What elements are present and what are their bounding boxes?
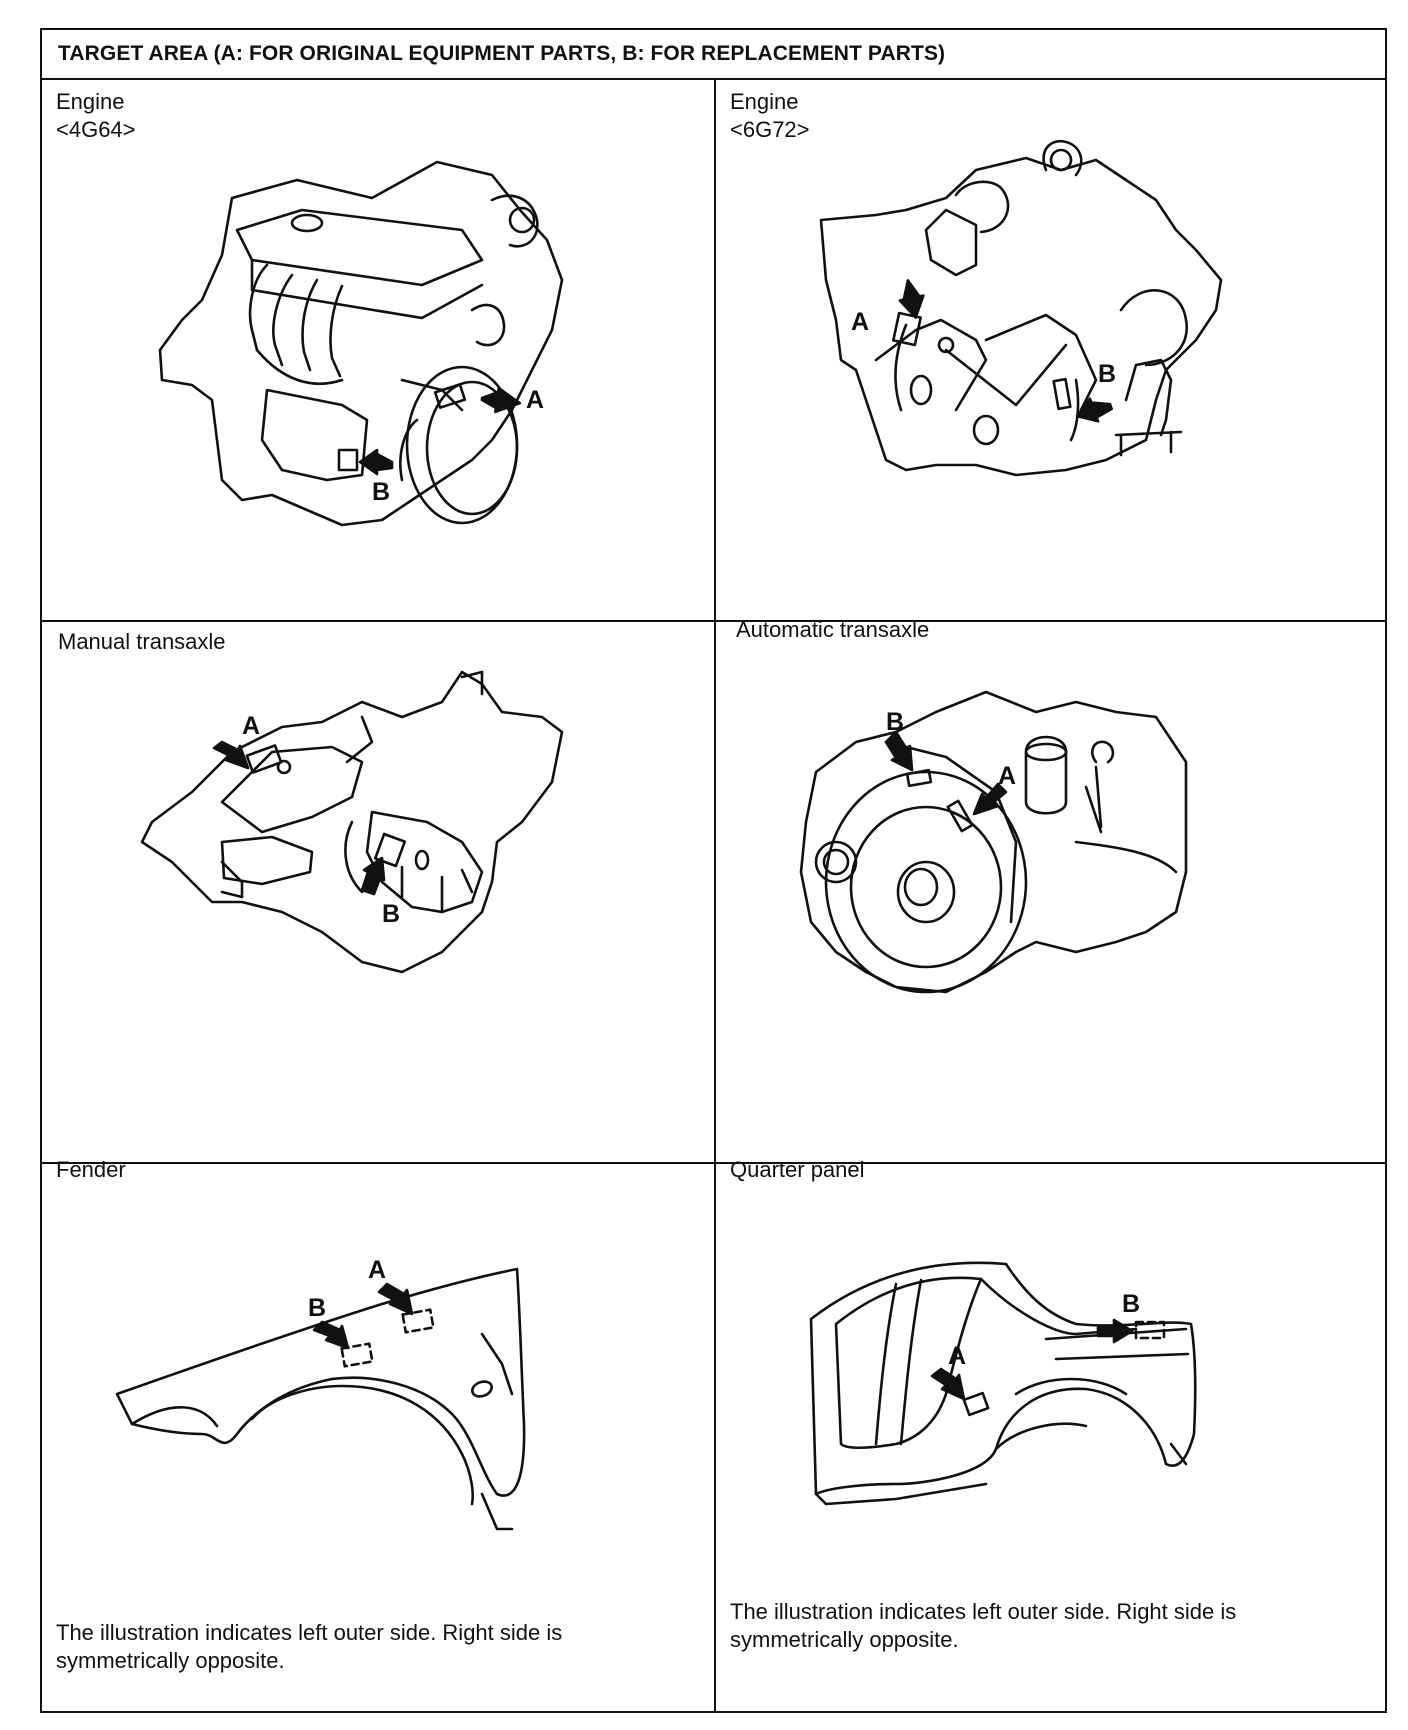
table-header: TARGET AREA (A: FOR ORIGINAL EQUIPMENT P… bbox=[42, 30, 1385, 80]
marker-a: A bbox=[242, 712, 260, 740]
cell-title: Manual transaxle bbox=[58, 629, 226, 654]
arrow-icon bbox=[930, 1367, 966, 1401]
cell-title: Quarter panel bbox=[730, 1157, 865, 1182]
cell-title: Engine bbox=[56, 89, 125, 114]
cell-quarter-panel: Quarter panel A B The illustration indic… bbox=[716, 1157, 1387, 1713]
marker-b: B bbox=[1098, 360, 1116, 388]
arrow-icon bbox=[1096, 1318, 1134, 1344]
arrow-icon bbox=[480, 386, 522, 414]
marker-b: B bbox=[1122, 1290, 1140, 1318]
marker-b: B bbox=[372, 478, 390, 506]
cell-subtitle: <6G72> bbox=[730, 117, 810, 142]
arrow-icon bbox=[898, 279, 925, 319]
arrow-icon bbox=[360, 856, 386, 896]
cell-fender: Fender B A The illustration indicates le… bbox=[42, 1157, 714, 1713]
marker-a: A bbox=[526, 386, 544, 414]
cell-manual-transaxle: Manual transaxle A B bbox=[42, 622, 714, 1162]
arrow-icon bbox=[884, 730, 914, 772]
cell-automatic-transaxle: Automatic transaxle B A bbox=[716, 617, 1387, 1162]
arrow-icon bbox=[377, 1282, 414, 1316]
cell-title: Fender bbox=[56, 1157, 126, 1182]
row-divider bbox=[42, 620, 1385, 622]
cell-engine-4g64: Engine <4G64> A B bbox=[42, 80, 714, 620]
marker-b: B bbox=[886, 708, 904, 736]
table-title: TARGET AREA (A: FOR ORIGINAL EQUIPMENT P… bbox=[58, 42, 946, 65]
arrow-icon bbox=[1075, 397, 1113, 423]
cell-title: Automatic transaxle bbox=[736, 617, 930, 642]
column-divider bbox=[714, 80, 716, 1713]
manual-transaxle-illustration: A B bbox=[140, 670, 564, 974]
engine-4g64-illustration: A B bbox=[158, 160, 564, 527]
engine-6g72-illustration: A B bbox=[819, 139, 1223, 477]
arrow-icon bbox=[212, 740, 250, 770]
arrow-icon bbox=[312, 1320, 350, 1350]
arrow-icon bbox=[358, 448, 394, 476]
automatic-transaxle-illustration: B A bbox=[799, 690, 1188, 994]
quarter-panel-illustration: A B bbox=[809, 1261, 1197, 1506]
marker-b: B bbox=[382, 900, 400, 928]
cell-title: Engine bbox=[730, 89, 799, 114]
arrow-icon bbox=[972, 782, 1008, 816]
target-area-table: TARGET AREA (A: FOR ORIGINAL EQUIPMENT P… bbox=[40, 28, 1387, 1713]
footnote: The illustration indicates left outer si… bbox=[56, 1620, 563, 1673]
marker-a: A bbox=[948, 1342, 966, 1370]
marker-a: A bbox=[851, 308, 869, 336]
cell-subtitle: <4G64> bbox=[56, 117, 136, 142]
footnote: The illustration indicates left outer si… bbox=[730, 1599, 1237, 1652]
marker-b: B bbox=[308, 1294, 326, 1322]
fender-illustration: B A bbox=[115, 1256, 526, 1531]
row-divider bbox=[42, 1162, 1385, 1164]
cell-engine-6g72: Engine <6G72> A B bbox=[716, 80, 1387, 620]
marker-a: A bbox=[368, 1256, 386, 1284]
marker-a: A bbox=[998, 762, 1016, 790]
